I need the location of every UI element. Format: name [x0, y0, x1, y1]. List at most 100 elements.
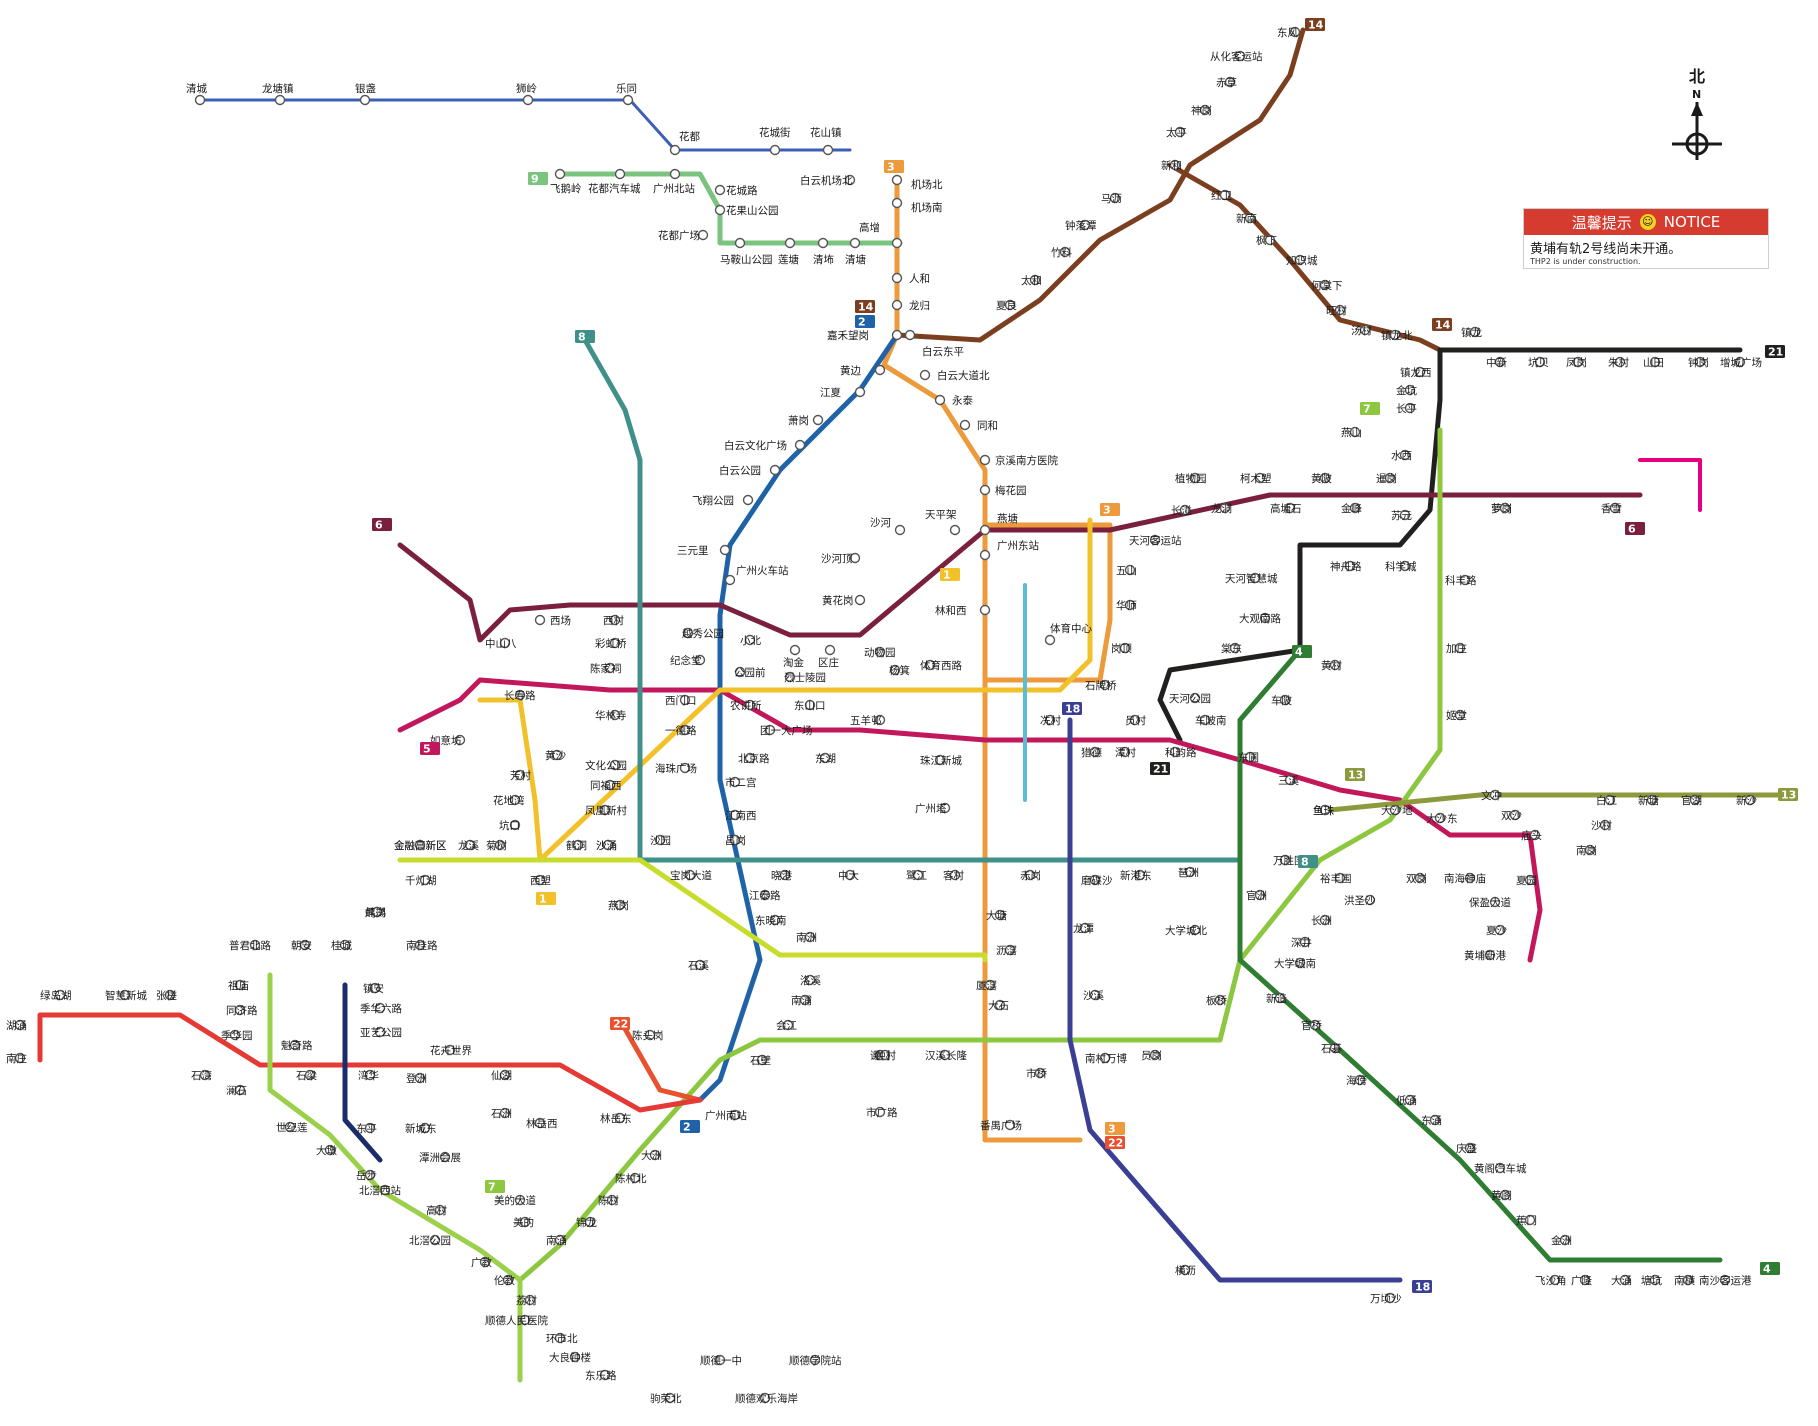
station-marker — [1004, 944, 1016, 956]
station-marker — [199, 1069, 211, 1081]
station-marker — [979, 454, 991, 466]
station-marker — [1572, 356, 1584, 368]
station-jinkeng: 金坑 — [1396, 384, 1418, 397]
station-name: 长湴 — [1171, 504, 1193, 517]
station-name: 桂城 — [331, 939, 352, 952]
station-jihua: 季华园 — [221, 1029, 253, 1042]
station-marker — [724, 574, 736, 586]
line-badge-b13a: 13 — [1345, 768, 1365, 782]
station-marker — [519, 1314, 531, 1326]
line-badge-label: 21 — [1768, 346, 1783, 359]
station-name: 猎德 — [1081, 746, 1103, 759]
station-name: 机场北 — [911, 178, 943, 191]
station-tangdong: 棠东 — [1221, 642, 1242, 655]
line-badge-label: 13 — [1781, 789, 1796, 802]
station-name: 车陂南 — [1195, 714, 1227, 727]
station-name: 马沥 — [1101, 193, 1122, 205]
station-mali: 马沥 — [1101, 192, 1122, 205]
station-xilang: 西塱 — [530, 874, 551, 887]
station-marker — [949, 524, 961, 536]
line-badge-label: 22 — [613, 1018, 628, 1031]
station-name: 越秀公园 — [682, 627, 724, 640]
station-name: 石牌桥 — [1085, 679, 1117, 692]
line-badge-label: 1 — [943, 569, 951, 582]
station-yayigongyuan: 亚艺公园 — [360, 1026, 402, 1039]
line-badge-label: 18 — [1065, 703, 1080, 716]
station-marker — [499, 637, 511, 649]
line-8 — [582, 337, 1243, 863]
station-name: 江夏 — [820, 387, 841, 399]
station-conghua: 从化客运站 — [1210, 50, 1263, 63]
station-linhexi: 林和西 — [935, 604, 991, 617]
station-marker — [979, 604, 991, 616]
station-marker — [1359, 324, 1371, 336]
station-yuancun: 员村 — [1125, 714, 1147, 727]
station-marker — [1169, 159, 1181, 171]
station-yongtai: 永泰 — [934, 394, 973, 407]
station-name: 东风 — [1277, 26, 1299, 39]
station-marker — [789, 644, 801, 656]
station-marker — [764, 724, 776, 736]
station-marker — [1454, 642, 1466, 654]
station-marker — [419, 1122, 431, 1134]
station-name: 晓港 — [771, 870, 792, 882]
station-marker — [697, 229, 709, 241]
station-name: 朱村 — [1608, 356, 1630, 369]
smile-icon: ☺ — [1639, 214, 1656, 230]
line-6 — [397, 492, 1643, 643]
station-marker — [1169, 746, 1181, 758]
station-chenjiaci: 陈家祠 — [590, 662, 622, 675]
line-badge-label: 13 — [1348, 769, 1363, 782]
station-name: 区庄 — [818, 656, 839, 669]
station-name: 黄花岗 — [822, 594, 854, 607]
line-badge-bg — [1760, 1262, 1780, 1275]
station-shengang: 神岗 — [1191, 104, 1212, 117]
station-name: 黄埔新港 — [1464, 949, 1506, 962]
station-name: 东晓南 — [755, 914, 787, 927]
station-marker — [479, 1256, 491, 1268]
station-chaoan: 朝安 — [291, 939, 312, 952]
station-name: 顺德欢乐海岸 — [735, 1392, 798, 1405]
line-badge-label: 18 — [1415, 1281, 1430, 1294]
station-marker — [854, 386, 866, 398]
line-18 — [1067, 717, 1403, 1283]
station-xiangxue: 香雪 — [1601, 502, 1622, 515]
station-marker — [364, 1169, 376, 1181]
station-name: 石碁 — [1321, 1042, 1343, 1055]
station-gzbeizhan: 广州北站 — [653, 168, 695, 195]
station-name: 西门口 — [665, 694, 697, 707]
station-huaLinsi: 华林寺 — [595, 709, 627, 722]
station-marker — [509, 794, 521, 806]
station-fenghuang: 凤凰新村 — [585, 804, 627, 817]
station-name: 夏园 — [1516, 875, 1537, 887]
station-yidelu: 一德路 — [665, 724, 697, 737]
station-yuebu: 岳步 — [356, 1169, 377, 1182]
station-name: 烈士陵园 — [784, 671, 826, 684]
station-gzdz: 广州东站 — [979, 539, 1039, 561]
line-21-west — [1157, 347, 1443, 743]
station-name: 顺德一中 — [700, 1354, 742, 1367]
station-marker — [1354, 1074, 1366, 1086]
station-name: 燕塘 — [997, 512, 1018, 525]
station-marker — [669, 168, 681, 180]
station-name: 市桥 — [1026, 1067, 1048, 1080]
station-name: 花都汽车城 — [588, 182, 641, 195]
station-name: 绿岛湖 — [40, 989, 72, 1002]
station-marker — [1534, 356, 1546, 368]
station-name: 陈村北 — [615, 1172, 647, 1185]
line-badge-bg — [528, 172, 548, 185]
station-name: 仙湖 — [491, 1069, 512, 1082]
station-marker — [524, 1294, 536, 1306]
station-marker — [744, 699, 756, 711]
line-badge-b6: 6 — [372, 518, 392, 532]
station-marker — [769, 914, 781, 926]
station-name: 双岗 — [1406, 873, 1427, 885]
station-name: 增城广场 — [1720, 356, 1762, 369]
station-name: 同和 — [977, 420, 998, 432]
line-badge-b4: 4 — [1292, 645, 1312, 659]
station-taihe: 太和 — [1021, 274, 1042, 287]
compass-label: 北 — [1689, 67, 1705, 86]
station-name: 鹤洞 — [566, 839, 587, 852]
station-name: 大石 — [988, 999, 1009, 1012]
station-shiguanglu: 市广路 — [866, 1106, 898, 1119]
